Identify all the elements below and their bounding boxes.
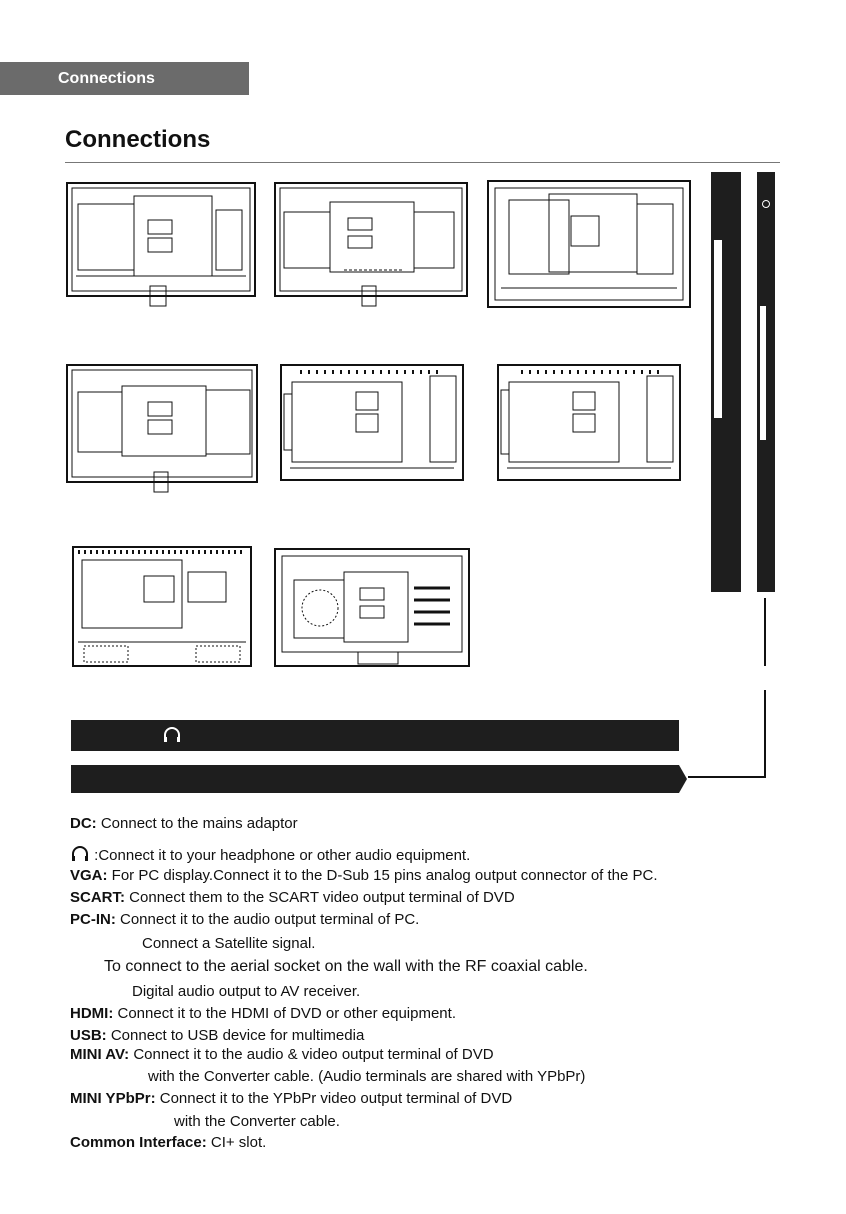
leader-line-1 — [764, 598, 766, 666]
side-panel-port-mark — [762, 200, 770, 208]
desc-mini-av: MINI AV: Connect it to the audio & video… — [70, 1046, 494, 1063]
side-panel-left-slot — [714, 240, 722, 418]
section-tab: Connections — [0, 62, 249, 95]
headphone-icon — [70, 845, 90, 867]
desc-mini-ypbpr-cont: with the Converter cable. — [174, 1113, 340, 1130]
tv-rear-panel-4 — [66, 364, 258, 494]
desc-usb: USB: Connect to USB device for multimedi… — [70, 1027, 365, 1044]
tv-rear-panel-8 — [274, 548, 470, 668]
desc-digital-audio: Digital audio output to AV receiver. — [132, 983, 361, 1000]
tv-rear-panel-2 — [274, 182, 468, 310]
tv-rear-panel-1 — [66, 182, 256, 310]
desc-hdmi: HDMI: Connect it to the HDMI of DVD or o… — [70, 1005, 456, 1022]
desc-scart: SCART: Connect them to the SCART video o… — [70, 889, 515, 906]
desc-mini-ypbpr: MINI YPbPr: Connect it to the YPbPr vide… — [70, 1090, 513, 1107]
tv-rear-panel-7 — [72, 546, 252, 668]
side-panel-right — [757, 172, 775, 592]
desc-dc: DC: Connect to the mains adaptor — [70, 815, 298, 832]
desc-mini-av-cont: with the Converter cable. (Audio termina… — [148, 1068, 586, 1085]
desc-vga: VGA: For PC display.Connect it to the D-… — [70, 867, 658, 884]
side-panel-right-slot — [760, 306, 766, 440]
headphone-icon — [162, 726, 182, 749]
desc-common-interface: Common Interface: CI+ slot. — [70, 1134, 267, 1151]
tv-rear-panel-5 — [280, 364, 464, 482]
connector-bar-1 — [71, 720, 679, 751]
connector-bar-2-tip — [679, 765, 687, 793]
page-title: Connections — [65, 126, 211, 153]
leader-line-3 — [688, 776, 766, 778]
title-rule — [65, 162, 780, 163]
connector-bar-2 — [71, 765, 679, 793]
tv-rear-panel-3 — [487, 180, 691, 310]
desc-satellite: Connect a Satellite signal. — [142, 935, 316, 952]
desc-headphone: :Connect it to your headphone or other a… — [70, 845, 470, 867]
leader-line-2 — [764, 690, 766, 778]
desc-pc-in: PC-IN: Connect it to the audio output te… — [70, 911, 420, 928]
tv-rear-panel-6 — [497, 364, 681, 482]
desc-aerial: To connect to the aerial socket on the w… — [104, 958, 588, 975]
